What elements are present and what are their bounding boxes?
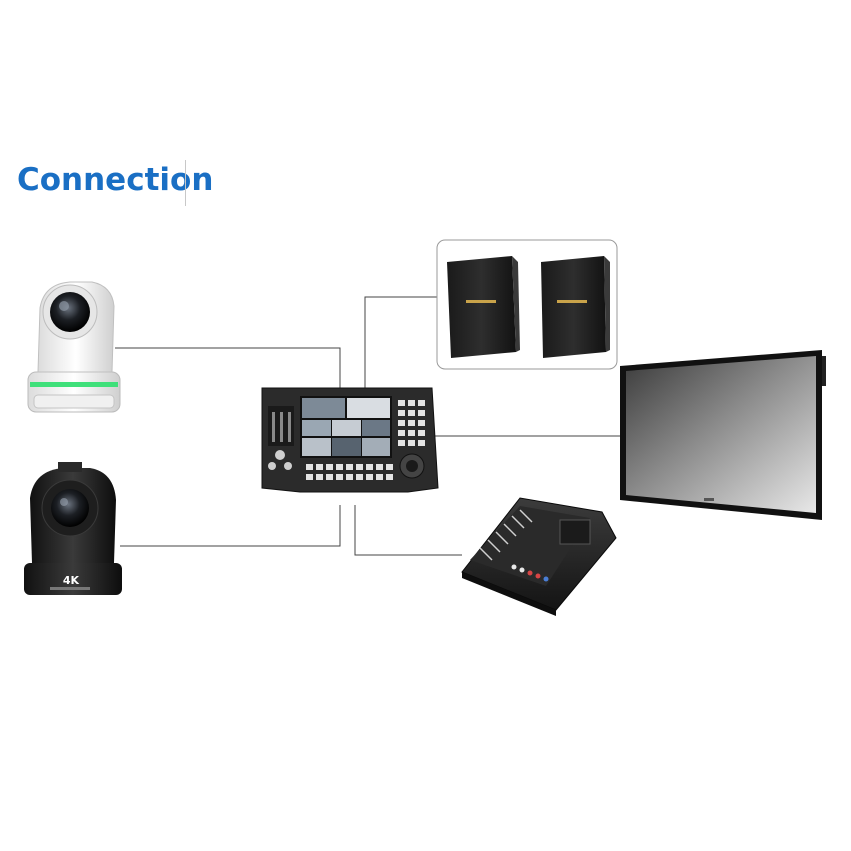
ptz-camera-black: 4K [24, 462, 122, 595]
connector-lines [115, 296, 622, 556]
line-controller-to-mixer [354, 505, 462, 556]
speaker-right [541, 256, 610, 358]
camera-4k-badge: 4K [63, 574, 80, 587]
speaker-left [447, 256, 520, 358]
video-switcher-controller [261, 387, 439, 493]
line-controller-to-speakers [364, 296, 437, 388]
text-cursor [185, 160, 186, 206]
line-black-camera-to-controller [120, 505, 341, 547]
speakers-group [436, 239, 618, 370]
ptz-camera-white [27, 281, 121, 413]
audio-mixer [461, 497, 617, 616]
page-title: Connection [17, 162, 214, 198]
line-white-camera-to-controller [115, 347, 341, 390]
flat-panel-display [620, 350, 826, 520]
